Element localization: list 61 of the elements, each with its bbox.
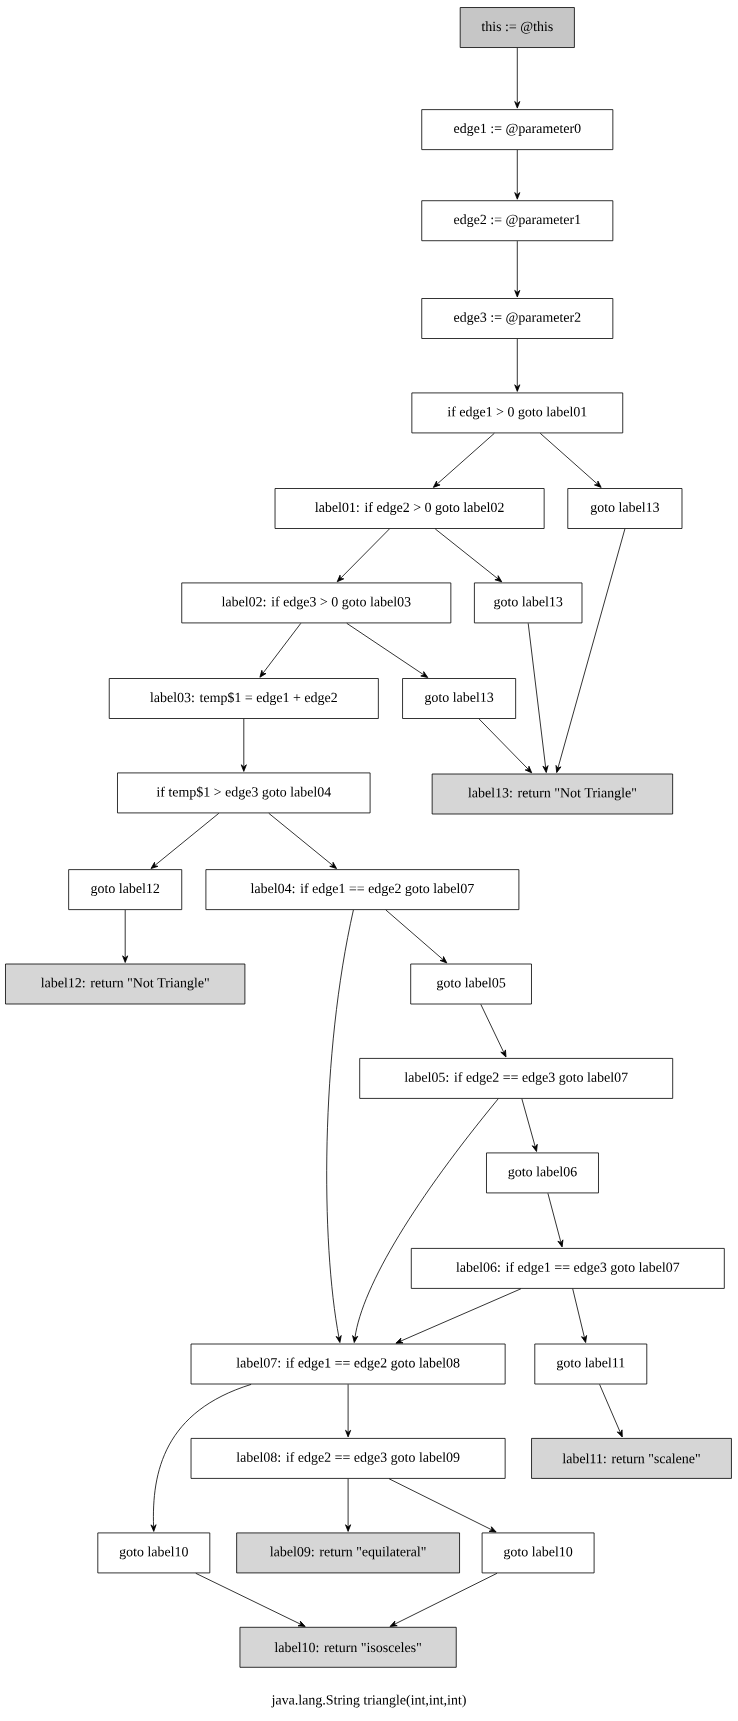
arrow: [150, 812, 220, 869]
arrow: [389, 1572, 498, 1627]
return-box: label12: return "Not Triangle": [5, 963, 246, 1005]
arrow: [122, 909, 129, 963]
return-box: label13: return "Not Triangle": [431, 773, 674, 815]
statement-box: label04: if edge1 == edge2 goto label07: [205, 869, 520, 910]
statement-box: label03: temp$1 = edge1 + edge2: [108, 678, 379, 719]
statement-box: label08: if edge2 == edge3 goto label09: [190, 1438, 506, 1479]
arrow: [345, 1384, 352, 1438]
arrow: [240, 718, 247, 772]
statement-box: label07: if edge1 == edge2 goto label08: [190, 1343, 506, 1385]
arrow: [514, 338, 521, 392]
arrow: [385, 909, 448, 964]
arrow: [514, 149, 521, 200]
arrow: [478, 718, 533, 774]
statement-box: goto label10: [481, 1532, 595, 1574]
return-box: label09: return "equilateral": [236, 1532, 460, 1574]
statement-box: edge1 := @parameter0: [421, 109, 614, 150]
arrow: [195, 1572, 306, 1627]
arrow: [346, 622, 429, 678]
arrow: [555, 528, 626, 773]
arrow: [514, 47, 521, 109]
arrow: [259, 622, 302, 678]
statement-box: goto label10: [97, 1532, 211, 1574]
arrow: [480, 1004, 507, 1058]
arrow: [345, 1478, 352, 1532]
return-box: label11: return "scalene": [531, 1438, 732, 1479]
statement-box: label06: if edge1 == edge3 goto label07: [410, 1248, 725, 1289]
statement-box: goto label06: [486, 1152, 599, 1194]
arrow: [395, 1288, 522, 1344]
statement-box: label02: if edge3 > 0 goto label03: [181, 582, 452, 624]
statement-box: goto label13: [402, 678, 517, 719]
statement-box: goto label13: [474, 582, 583, 624]
arrow: [547, 1192, 564, 1248]
arrow: [352, 1098, 499, 1343]
return-box: this := @this: [459, 7, 575, 48]
statement-box: label05: if edge2 == edge3 goto label07: [359, 1058, 674, 1099]
return-box: label10: return "isosceles": [239, 1626, 457, 1668]
arrow: [539, 432, 602, 488]
caption: java.lang.String triangle(int,int,int): [271, 1694, 466, 1708]
statement-box: edge2 := @parameter1: [421, 200, 614, 242]
statement-box: if temp$1 > edge3 goto label04: [117, 772, 371, 814]
arrow: [434, 528, 503, 583]
statement-box: goto label05: [410, 963, 532, 1005]
statement-box: if edge1 > 0 goto label01: [411, 392, 624, 434]
arrow: [599, 1384, 623, 1438]
arrow: [572, 1288, 587, 1343]
arrow: [268, 812, 337, 869]
statement-box: label01: if edge2 > 0 goto label02: [274, 488, 545, 529]
arrow: [432, 432, 495, 488]
arrow: [336, 528, 390, 583]
statement-box: goto label13: [567, 488, 683, 529]
statement-box: goto label12: [68, 869, 183, 910]
arrow: [150, 1384, 252, 1532]
statement-box: edge3 := @parameter2: [421, 298, 614, 339]
statement-box: goto label11: [534, 1343, 648, 1385]
arrow: [514, 240, 521, 298]
arrow: [521, 1098, 538, 1152]
arrow: [527, 622, 549, 773]
arrow: [326, 909, 354, 1343]
arrow: [388, 1478, 497, 1533]
